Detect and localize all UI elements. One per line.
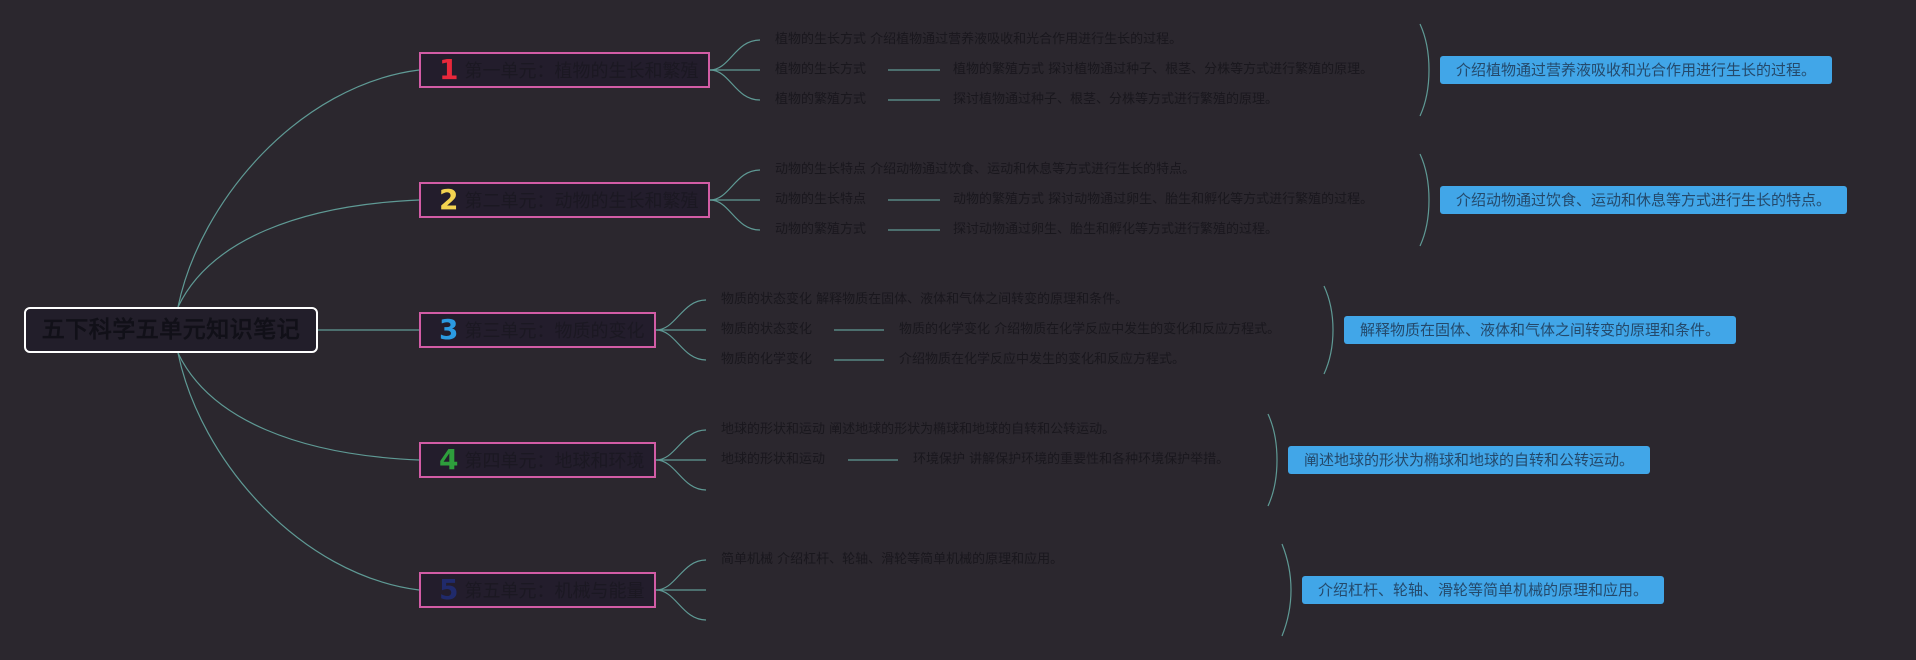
branch-u2-c: [709, 199, 761, 231]
unit-1-topic[interactable]: 1 第一单元：植物的生长和繁殖: [419, 52, 710, 88]
unit-3-summary[interactable]: 解释物质在固体、液体和气体之间转变的原理和条件。: [1344, 316, 1737, 344]
connector-root-unit-5: [177, 352, 420, 591]
connector-root-unit-2: [177, 199, 420, 308]
unit-2-detail-2[interactable]: 探讨动物通过卵生、胎生和孵化等方式进行繁殖的过程。: [953, 222, 1279, 237]
unit-2-line-3[interactable]: 动物的繁殖方式: [775, 222, 867, 237]
brace-u4: [1267, 413, 1278, 507]
unit-4-summary[interactable]: 阐述地球的形状为椭球和地球的自转和公转运动。: [1288, 446, 1651, 474]
branch-u1-c: [709, 69, 761, 101]
unit-3-line-2[interactable]: 物质的状态变化: [721, 322, 813, 337]
unit-1-line-2[interactable]: 植物的生长方式: [775, 62, 867, 77]
unit-3-line-1[interactable]: 物质的状态变化 解释物质在固体、液体和气体之间转变的原理和条件。: [721, 292, 1129, 307]
unit-3-topic[interactable]: 3 第三单元：物质的变化: [419, 312, 656, 348]
unit-5-summary[interactable]: 介绍杠杆、轮轴、滑轮等简单机械的原理和应用。: [1302, 576, 1665, 604]
unit-5-line-1[interactable]: 简单机械 介绍杠杆、轮轴、滑轮等简单机械的原理和应用。: [721, 552, 1064, 567]
branch-u3-a: [655, 299, 707, 331]
branch-u5-c: [655, 589, 707, 621]
brace-u2: [1419, 153, 1430, 247]
root-topic[interactable]: 五下科学五单元知识笔记: [24, 307, 318, 353]
unit-1-title: 第一单元：植物的生长和繁殖: [464, 61, 699, 82]
brace-u5: [1281, 543, 1292, 637]
branch-u5-a: [655, 559, 707, 591]
unit-1-number: 1: [439, 53, 459, 86]
unit-4-detail-1[interactable]: 环境保护 讲解保护环境的重要性和各种环境保护举措。: [913, 452, 1230, 467]
unit-3-number: 3: [439, 313, 459, 346]
unit-2-topic[interactable]: 2 第二单元：动物的生长和繁殖: [419, 182, 710, 218]
unit-5-topic[interactable]: 5 第五单元：机械与能量: [419, 572, 656, 608]
unit-2-line-1[interactable]: 动物的生长特点 介绍动物通过饮食、运动和休息等方式进行生长的特点。: [775, 162, 1196, 177]
unit-4-number: 4: [439, 443, 459, 476]
connector-root-unit-4: [177, 352, 420, 461]
branch-u4-a: [655, 429, 707, 461]
unit-4-title: 第四单元：地球和环境: [464, 451, 645, 472]
unit-1-summary[interactable]: 介绍植物通过营养液吸收和光合作用进行生长的过程。: [1440, 56, 1833, 84]
connector-root-unit-1: [177, 69, 420, 308]
unit-2-title: 第二单元：动物的生长和繁殖: [464, 191, 699, 212]
branch-u1-a: [709, 39, 761, 71]
unit-2-number: 2: [439, 183, 459, 216]
unit-4-line-1[interactable]: 地球的形状和运动 阐述地球的形状为椭球和地球的自转和公转运动。: [721, 422, 1116, 437]
unit-5-number: 5: [439, 573, 459, 606]
unit-1-line-1[interactable]: 植物的生长方式 介绍植物通过营养液吸收和光合作用进行生长的过程。: [775, 32, 1183, 47]
branch-u2-a: [709, 169, 761, 201]
unit-3-title: 第三单元：物质的变化: [464, 321, 645, 342]
brace-u3: [1323, 285, 1334, 375]
branch-u4-c: [655, 459, 707, 491]
unit-2-detail-1[interactable]: 动物的繁殖方式 探讨动物通过卵生、胎生和孵化等方式进行繁殖的过程。: [953, 192, 1374, 207]
unit-3-line-3[interactable]: 物质的化学变化: [721, 352, 813, 367]
unit-1-detail-1[interactable]: 植物的繁殖方式 探讨植物通过种子、根茎、分株等方式进行繁殖的原理。: [953, 62, 1374, 77]
unit-4-topic[interactable]: 4 第四单元：地球和环境: [419, 442, 656, 478]
unit-3-detail-2[interactable]: 介绍物质在化学反应中发生的变化和反应方程式。: [899, 352, 1186, 367]
unit-2-summary[interactable]: 介绍动物通过饮食、运动和休息等方式进行生长的特点。: [1440, 186, 1848, 214]
unit-2-line-2[interactable]: 动物的生长特点: [775, 192, 867, 207]
unit-1-detail-2[interactable]: 探讨植物通过种子、根茎、分株等方式进行繁殖的原理。: [953, 92, 1279, 107]
unit-5-title: 第五单元：机械与能量: [464, 581, 645, 602]
unit-3-detail-1[interactable]: 物质的化学变化 介绍物质在化学反应中发生的变化和反应方程式。: [899, 322, 1281, 337]
unit-4-line-2[interactable]: 地球的形状和运动: [721, 452, 826, 467]
brace-u1: [1419, 23, 1430, 117]
branch-u3-c: [655, 329, 707, 361]
unit-1-line-3[interactable]: 植物的繁殖方式: [775, 92, 867, 107]
